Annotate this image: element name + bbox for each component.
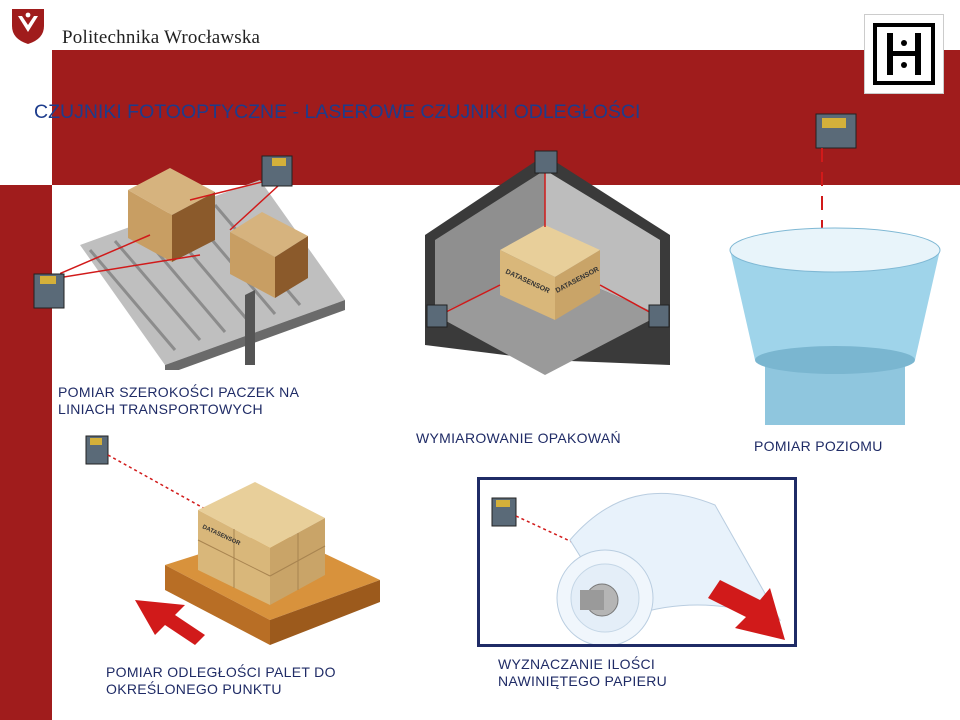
university-crest-icon [12, 9, 44, 44]
sensor-left-icon [33, 273, 65, 309]
level-illustration [729, 113, 941, 425]
faculty-logo [864, 14, 944, 94]
caption-paper-line1: WYZNACZANIE ILOŚCI [498, 656, 656, 672]
caption-parcel-width: POMIAR SZEROKOŚCI PACZEK NA LINIACH TRAN… [58, 384, 299, 418]
caption-parcel-width-line1: POMIAR SZEROKOŚCI PACZEK NA [58, 384, 300, 400]
caption-paper-line2: NAWINIĘTEGO PAPIERU [498, 673, 668, 689]
caption-parcel-width-line2: LINIACH TRANSPORTOWYCH [58, 401, 263, 417]
caption-pallet: POMIAR ODLEGŁOŚCI PALET DO OKREŚLONEGO P… [106, 664, 336, 698]
top-red-band [52, 50, 960, 185]
paper-roll-illustration [491, 492, 785, 647]
faculty-logo-icon [873, 23, 935, 85]
left-white-notch [0, 50, 52, 185]
packaging-illustration: DATASENSOR DATASENSOR [425, 150, 670, 375]
caption-pallet-line2: OKREŚLONEGO PUNKTU [106, 681, 282, 697]
caption-pallet-line1: POMIAR ODLEGŁOŚCI PALET DO [106, 664, 336, 680]
university-name: Politechnika Wrocławska [62, 27, 261, 48]
caption-paper: WYZNACZANIE ILOŚCI NAWINIĘTEGO PAPIERU [498, 656, 667, 690]
caption-packaging: WYMIAROWANIE OPAKOWAŃ [416, 430, 621, 446]
header-strip [0, 0, 960, 50]
paper-roll-frame [477, 477, 797, 647]
slide-title: CZUJNIKI FOTOOPTYCZNE - LASEROWE CZUJNIK… [34, 101, 641, 123]
pallet-illustration: DATASENSOR [85, 435, 380, 645]
caption-level: POMIAR POZIOMU [754, 438, 883, 454]
conveyor-illustration [60, 155, 345, 370]
